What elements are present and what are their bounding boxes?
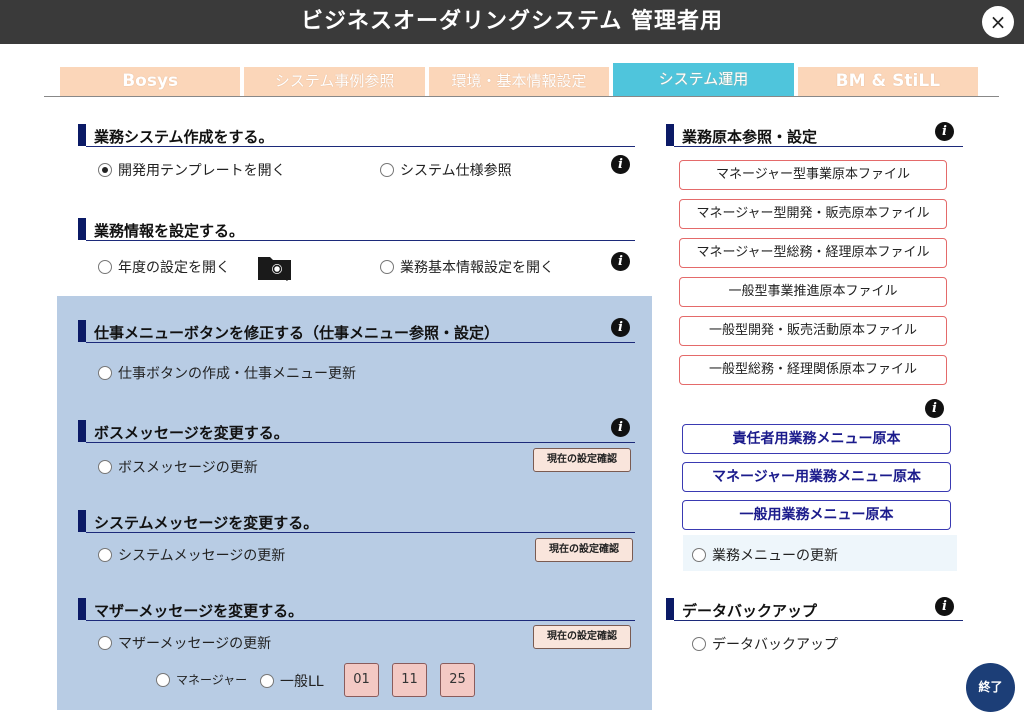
radio-general-ll[interactable]: 一般LL — [260, 671, 324, 691]
menu-original-button[interactable]: 責任者用業務メニュー原本 — [682, 424, 951, 454]
tab-system-operation[interactable]: システム運用 — [613, 63, 794, 96]
radio-manager[interactable]: マネージャー — [156, 671, 247, 688]
radio-mother-message-update[interactable]: マザーメッセージの更新 — [98, 633, 271, 653]
radio-open-business-basic-settings[interactable]: 業務基本情報設定を開く — [380, 257, 554, 277]
info-icon[interactable]: i — [611, 155, 630, 174]
info-icon[interactable]: i — [611, 318, 630, 337]
radio-icon — [98, 366, 112, 380]
window-title-bar: ビジネスオーダリングシステム 管理者用 — [0, 0, 1024, 44]
original-file-button[interactable]: 一般型開発・販売活動原本ファイル — [679, 316, 947, 346]
radio-icon — [98, 548, 112, 562]
close-icon[interactable]: × — [982, 6, 1014, 38]
radio-business-menu-update[interactable]: 業務メニューの更新 — [692, 545, 838, 565]
tab-environment-settings[interactable]: 環境・基本情報設定 — [428, 67, 610, 96]
radio-work-button-update[interactable]: 仕事ボタンの作成・仕事メニュー更新 — [98, 363, 356, 383]
section-title: 仕事メニューボタンを修正する（仕事メニュー参照・設定） — [94, 324, 500, 342]
radio-system-message-update[interactable]: システムメッセージの更新 — [98, 545, 285, 565]
section-title: 業務原本参照・設定 — [682, 128, 818, 146]
radio-icon — [380, 260, 394, 274]
radio-icon — [380, 163, 394, 177]
radio-icon — [98, 460, 112, 474]
radio-open-year-settings[interactable]: 年度の設定を開く — [98, 257, 230, 277]
radio-boss-message-update[interactable]: ボスメッセージの更新 — [98, 457, 258, 477]
radio-icon — [156, 672, 170, 687]
number-button-01[interactable]: 01 — [344, 663, 379, 697]
menu-update-area — [683, 535, 957, 571]
folder-search-icon[interactable] — [257, 252, 293, 282]
tab-bm-still[interactable]: BM & StiLL — [797, 67, 979, 96]
info-icon[interactable]: i — [611, 252, 630, 271]
info-icon[interactable]: i — [935, 122, 954, 141]
mother-confirm-button[interactable]: 現在の設定確認 — [533, 625, 631, 649]
radio-icon — [98, 636, 112, 650]
original-file-button[interactable]: 一般型事業推進原本ファイル — [679, 277, 947, 307]
original-file-button[interactable]: マネージャー型総務・経理原本ファイル — [679, 238, 947, 268]
radio-system-spec[interactable]: システム仕様参照 — [380, 160, 512, 180]
system-confirm-button[interactable]: 現在の設定確認 — [535, 538, 633, 562]
number-button-11[interactable]: 11 — [392, 663, 427, 697]
radio-open-dev-template[interactable]: 開発用テンプレートを開く — [98, 160, 286, 180]
section-title: データバックアップ — [682, 602, 818, 620]
section-title: 業務情報を設定する。 — [94, 222, 245, 240]
original-file-button[interactable]: マネージャー型開発・販売原本ファイル — [679, 199, 947, 229]
menu-original-button[interactable]: マネージャー用業務メニュー原本 — [682, 462, 951, 492]
section-title: 業務システム作成をする。 — [94, 128, 274, 146]
radio-selected-icon — [98, 163, 112, 177]
section-title: システムメッセージを変更する。 — [94, 514, 319, 532]
number-button-25[interactable]: 25 — [440, 663, 475, 697]
radio-data-backup[interactable]: データバックアップ — [692, 634, 838, 654]
original-file-button[interactable]: 一般型総務・経理関係原本ファイル — [679, 355, 947, 385]
radio-icon — [692, 548, 706, 562]
info-icon[interactable]: i — [935, 597, 954, 616]
info-icon[interactable]: i — [925, 399, 944, 418]
tab-bar: Bosys システム事例参照 環境・基本情報設定 システム運用 BM & Sti… — [60, 63, 979, 96]
tab-bosys[interactable]: Bosys — [60, 67, 241, 96]
radio-icon — [98, 260, 112, 274]
radio-icon — [692, 637, 706, 651]
menu-original-button[interactable]: 一般用業務メニュー原本 — [682, 500, 951, 530]
radio-icon — [260, 674, 274, 688]
info-icon[interactable]: i — [611, 418, 630, 437]
tab-divider — [44, 96, 999, 97]
exit-button[interactable]: 終了 — [966, 663, 1015, 712]
section-title: ボスメッセージを変更する。 — [94, 424, 289, 442]
section-title: マザーメッセージを変更する。 — [94, 602, 304, 620]
window-title: ビジネスオーダリングシステム 管理者用 — [300, 9, 723, 34]
tab-system-examples[interactable]: システム事例参照 — [244, 67, 425, 96]
original-file-button[interactable]: マネージャー型事業原本ファイル — [679, 160, 947, 190]
boss-confirm-button[interactable]: 現在の設定確認 — [533, 448, 631, 472]
